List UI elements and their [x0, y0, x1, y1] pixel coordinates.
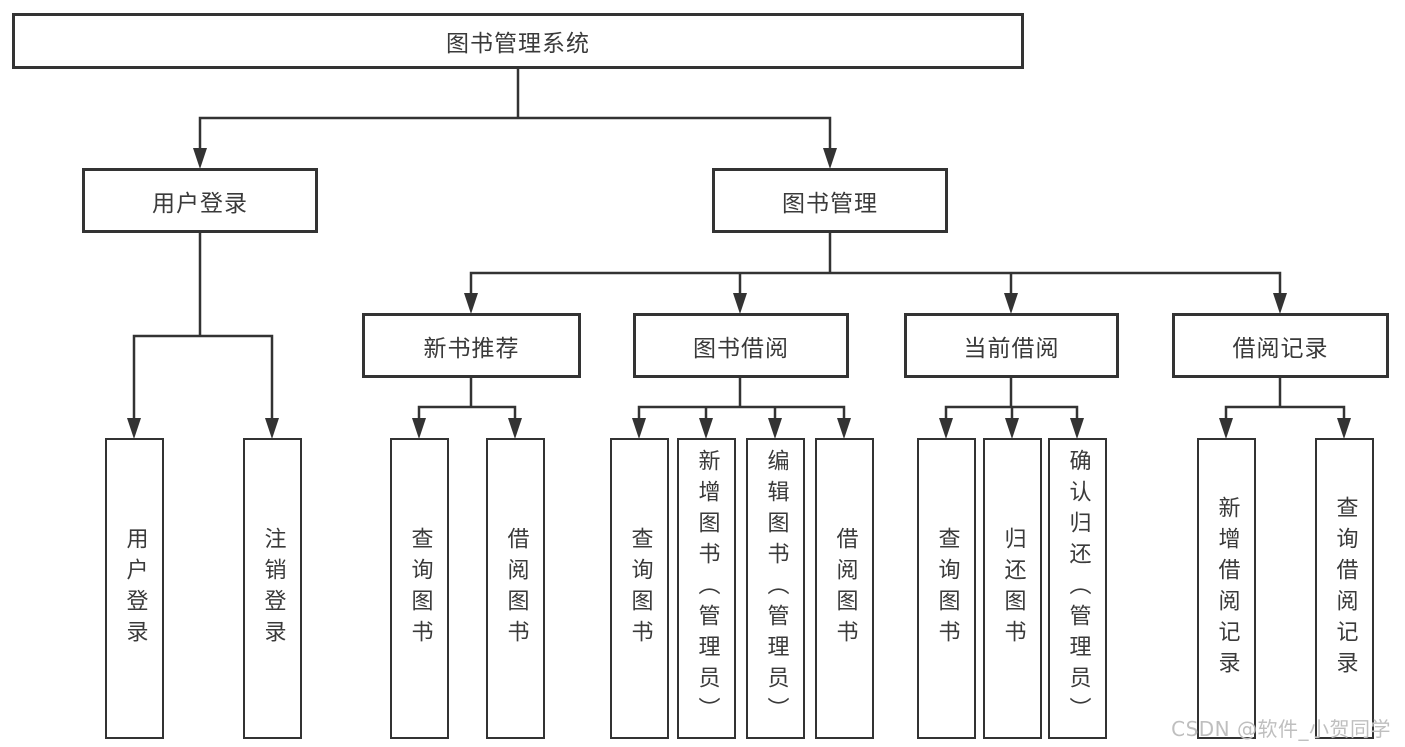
- csdn-watermark: CSDN @软件_小贺同学: [1171, 717, 1391, 741]
- leaf-query-books: 查询图书: [610, 438, 669, 739]
- leaf-add-borrow-record: 新增借阅记录: [1197, 438, 1256, 739]
- leaf-borrow-books: 借阅图书: [815, 438, 874, 739]
- leaf-confirm-return-admin: 确认归还（管理员）: [1048, 438, 1107, 739]
- leaf-borrow-books: 借阅图书: [486, 438, 545, 739]
- leaf-return-book: 归还图书: [983, 438, 1042, 739]
- leaf-user-login: 用户登录: [105, 438, 164, 739]
- leaf-edit-book-admin: 编辑图书（管理员）: [746, 438, 805, 739]
- node-new-book-recommend: 新书推荐: [362, 313, 581, 378]
- node-borrowing-records: 借阅记录: [1172, 313, 1389, 378]
- node-book-management: 图书管理: [712, 168, 948, 233]
- node-book-borrowing: 图书借阅: [633, 313, 849, 378]
- leaf-query-books: 查询图书: [917, 438, 976, 739]
- arrowheads: [127, 148, 1351, 439]
- node-user-login: 用户登录: [82, 168, 318, 233]
- leaf-query-borrow-record: 查询借阅记录: [1315, 438, 1374, 739]
- root-node-library-system: 图书管理系统: [12, 13, 1024, 69]
- leaf-logout: 注销登录: [243, 438, 302, 739]
- node-current-borrowing: 当前借阅: [904, 313, 1119, 378]
- leaf-add-book-admin: 新增图书（管理员）: [677, 438, 736, 739]
- leaf-query-books: 查询图书: [390, 438, 449, 739]
